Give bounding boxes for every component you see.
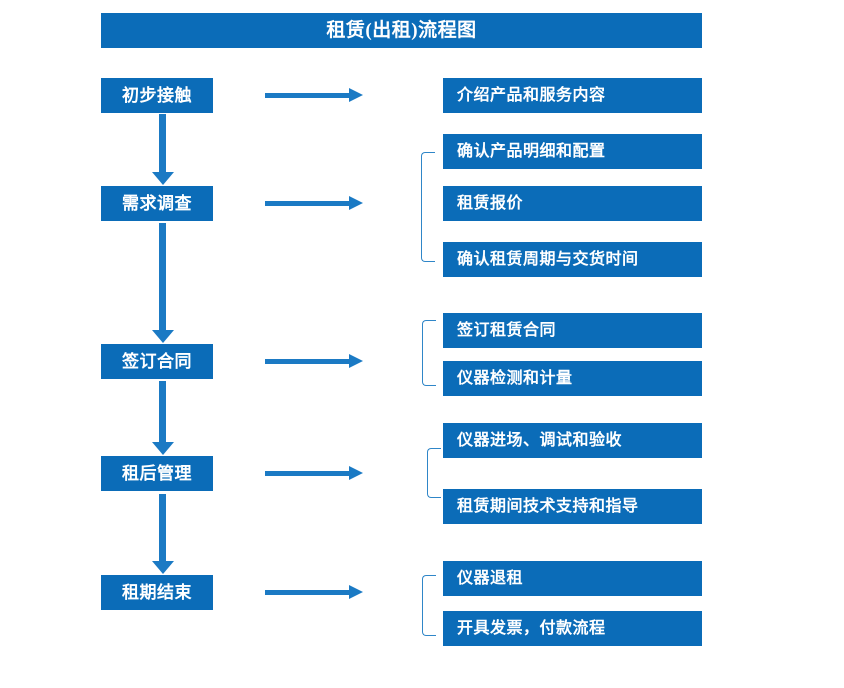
detail-box-开具发票付款流程[interactable]: 开具发票，付款流程 xyxy=(443,611,702,646)
stage-box-初步接触[interactable]: 初步接触 xyxy=(101,78,213,113)
detail-box-签订租赁合同[interactable]: 签订租赁合同 xyxy=(443,313,702,348)
arrow-head-icon xyxy=(349,196,363,210)
horizontal-arrow-2 xyxy=(265,196,363,210)
horizontal-arrow-5 xyxy=(265,585,363,599)
vertical-arrow-4 xyxy=(152,494,174,574)
arrow-head-icon xyxy=(152,172,174,185)
arrow-head-icon xyxy=(152,561,174,574)
horizontal-arrow-4 xyxy=(265,466,363,480)
group-bracket-租期结束 xyxy=(422,575,436,636)
detail-box-介绍产品和服务内容[interactable]: 介绍产品和服务内容 xyxy=(443,78,702,113)
arrow-head-icon xyxy=(152,442,174,455)
group-bracket-租后管理 xyxy=(427,448,441,498)
arrow-head-icon xyxy=(349,88,363,102)
horizontal-arrow-1 xyxy=(265,88,363,102)
detail-box-仪器检测和计量[interactable]: 仪器检测和计量 xyxy=(443,361,702,396)
detail-box-确认产品明细和配置[interactable]: 确认产品明细和配置 xyxy=(443,134,702,169)
arrow-head-icon xyxy=(349,354,363,368)
arrow-head-icon xyxy=(349,466,363,480)
detail-box-租赁报价[interactable]: 租赁报价 xyxy=(443,186,702,221)
stage-box-需求调查[interactable]: 需求调查 xyxy=(101,186,213,221)
detail-box-确认租赁周期与交货时间[interactable]: 确认租赁周期与交货时间 xyxy=(443,242,702,277)
diagram-title: 租赁(出租)流程图 xyxy=(101,13,702,48)
arrow-shaft xyxy=(159,223,166,330)
arrow-shaft xyxy=(265,201,350,206)
vertical-arrow-1 xyxy=(152,114,174,185)
arrow-head-icon xyxy=(349,585,363,599)
stage-box-租后管理[interactable]: 租后管理 xyxy=(101,456,213,491)
arrow-shaft xyxy=(265,590,350,595)
stage-box-签订合同[interactable]: 签订合同 xyxy=(101,344,213,379)
group-bracket-需求调查 xyxy=(421,152,435,262)
stage-box-租期结束[interactable]: 租期结束 xyxy=(101,575,213,610)
vertical-arrow-2 xyxy=(152,223,174,343)
arrow-shaft xyxy=(159,381,166,442)
detail-box-租赁期间技术支持和指导[interactable]: 租赁期间技术支持和指导 xyxy=(443,489,702,524)
horizontal-arrow-3 xyxy=(265,354,363,368)
arrow-shaft xyxy=(159,114,166,172)
arrow-shaft xyxy=(265,93,350,98)
detail-box-仪器退租[interactable]: 仪器退租 xyxy=(443,561,702,596)
vertical-arrow-3 xyxy=(152,381,174,455)
arrow-shaft xyxy=(265,471,350,476)
arrow-shaft xyxy=(159,494,166,561)
group-bracket-签订合同 xyxy=(422,320,436,386)
arrow-shaft xyxy=(265,359,350,364)
detail-box-仪器进场调试和验收[interactable]: 仪器进场、调试和验收 xyxy=(443,423,702,458)
arrow-head-icon xyxy=(152,330,174,343)
